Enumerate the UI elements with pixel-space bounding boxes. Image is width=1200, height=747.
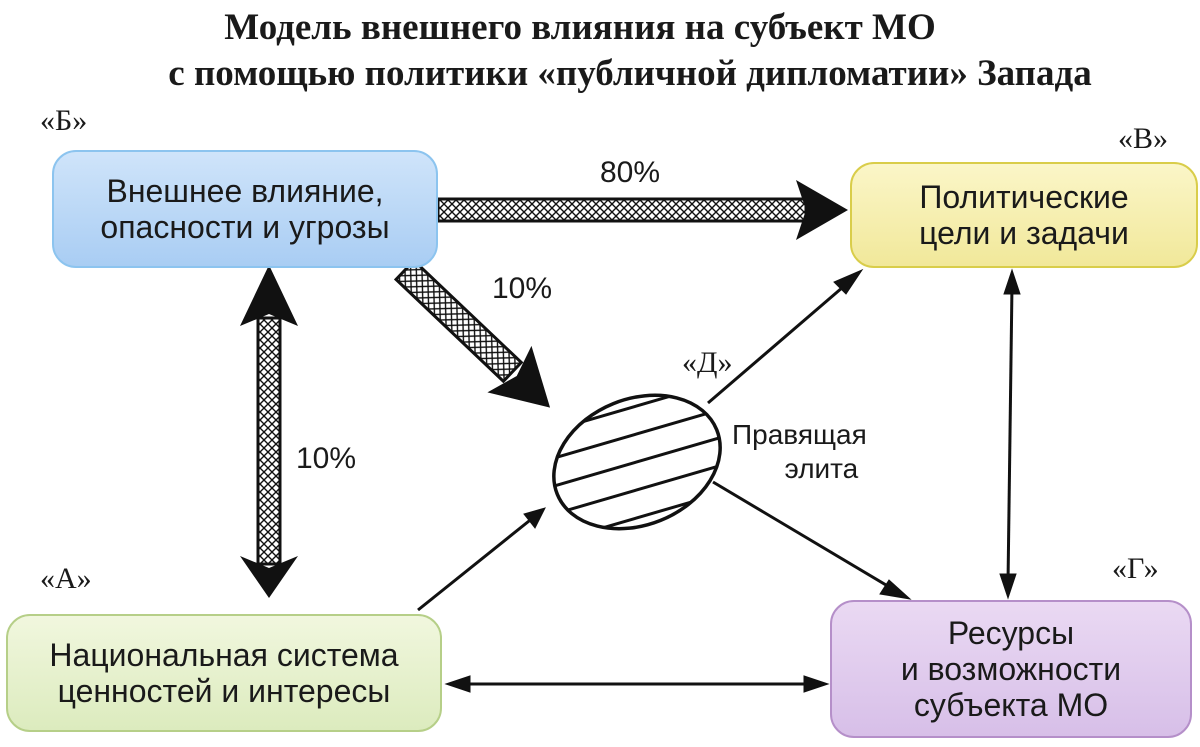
node-v-tag: «В»	[1118, 122, 1169, 155]
edge-b-v-percent: 80%	[600, 156, 661, 189]
elite-label-line1: Правящая	[732, 419, 867, 450]
arrow-b-a-double	[240, 265, 298, 598]
elite-ellipse	[533, 371, 741, 553]
arrowhead	[523, 507, 546, 529]
arrowhead	[999, 573, 1017, 600]
arrow-a-to-d	[417, 515, 535, 612]
node-v-line1: Политические	[919, 179, 1129, 215]
arrow-d-to-v	[707, 279, 851, 405]
arrowhead	[803, 675, 830, 693]
node-b-line1: Внешнее влияние,	[106, 173, 384, 209]
arrow-b-to-v	[436, 180, 848, 240]
node-g-line2: и возможности	[900, 651, 1122, 687]
arrowhead	[833, 268, 864, 295]
arrow-d-to-g	[712, 480, 897, 593]
arrowhead	[444, 675, 471, 693]
edge-b-a-percent: 10%	[296, 442, 357, 475]
diagram-title-line1: Модель внешнего влияния на субъект МО	[224, 7, 936, 48]
node-a-tag: «А»	[40, 562, 92, 595]
node-g-line1: Ресурсы	[947, 615, 1075, 651]
edge-b-d-percent: 10%	[492, 272, 553, 305]
thin-arrows	[417, 279, 1014, 686]
node-g-tag: «Г»	[1112, 552, 1159, 585]
arrow-b-to-d	[393, 258, 551, 408]
node-resources: Ресурсы и возможности субъекта МО	[830, 600, 1192, 738]
elite-label: Правящая элита	[732, 418, 867, 486]
node-b-line2: опасности и угрозы	[100, 209, 390, 245]
arrowhead	[879, 579, 912, 600]
node-v-line2: цели и задачи	[919, 215, 1129, 251]
node-political-goals: Политические цели и задачи	[850, 162, 1198, 268]
thin-arrowheads	[444, 268, 1021, 693]
node-b-tag: «Б»	[40, 104, 88, 137]
arrow-v-g-double	[1006, 284, 1014, 584]
elite-label-line2: элита	[784, 453, 859, 484]
node-national-values: Национальная система ценностей и интерес…	[6, 614, 442, 732]
node-a-line1: Национальная система	[49, 637, 399, 673]
node-external-influence: Внешнее влияние, опасности и угрозы	[52, 150, 438, 268]
node-a-line2: ценностей и интересы	[57, 673, 391, 709]
node-d-tag: «Д»	[682, 346, 733, 379]
arrowhead	[1003, 268, 1021, 295]
node-g-line3: субъекта МО	[913, 687, 1109, 723]
diagram-title-line2: с помощью политики «публичной дипломатии…	[168, 53, 1092, 94]
